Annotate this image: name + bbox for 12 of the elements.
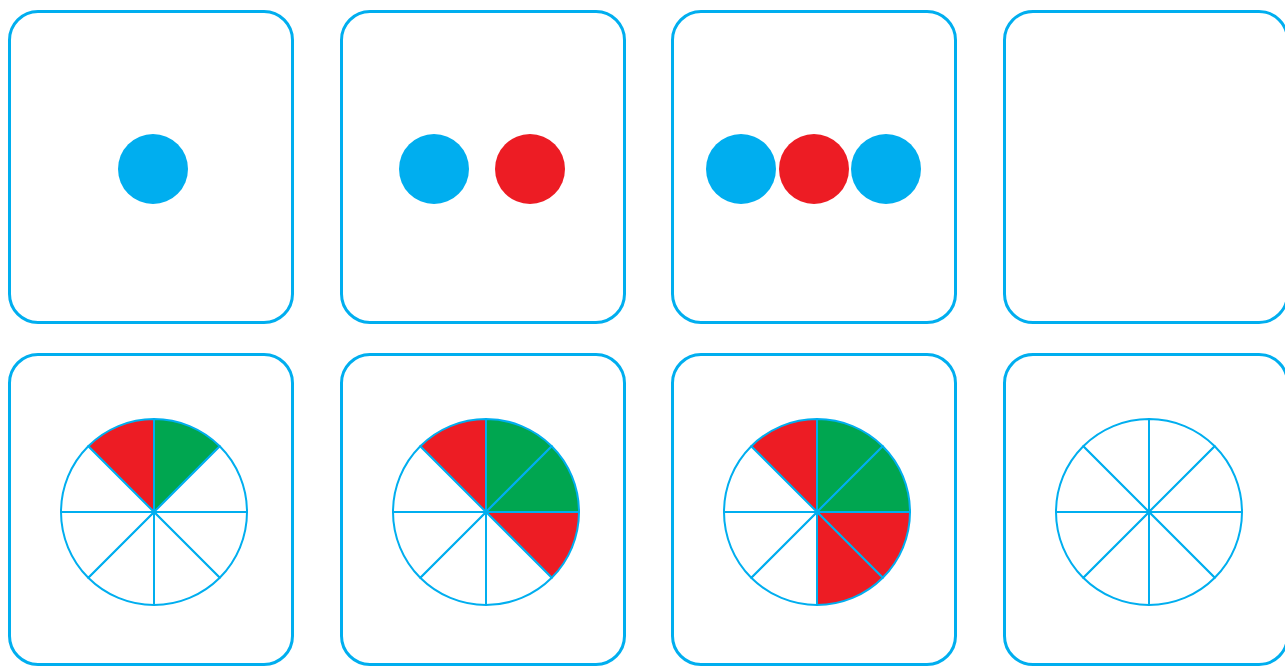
puzzle-card	[340, 353, 626, 666]
puzzle-card	[8, 353, 294, 666]
fraction-circle	[1054, 417, 1244, 607]
puzzle-card	[671, 353, 957, 666]
puzzle-card	[8, 10, 294, 324]
fraction-circle	[59, 417, 249, 607]
puzzle-card	[671, 10, 957, 324]
fraction-circle	[391, 417, 581, 607]
puzzle-card	[340, 10, 626, 324]
fraction-circle	[722, 417, 912, 607]
puzzle-card	[1003, 10, 1285, 324]
puzzle-card	[1003, 353, 1285, 666]
